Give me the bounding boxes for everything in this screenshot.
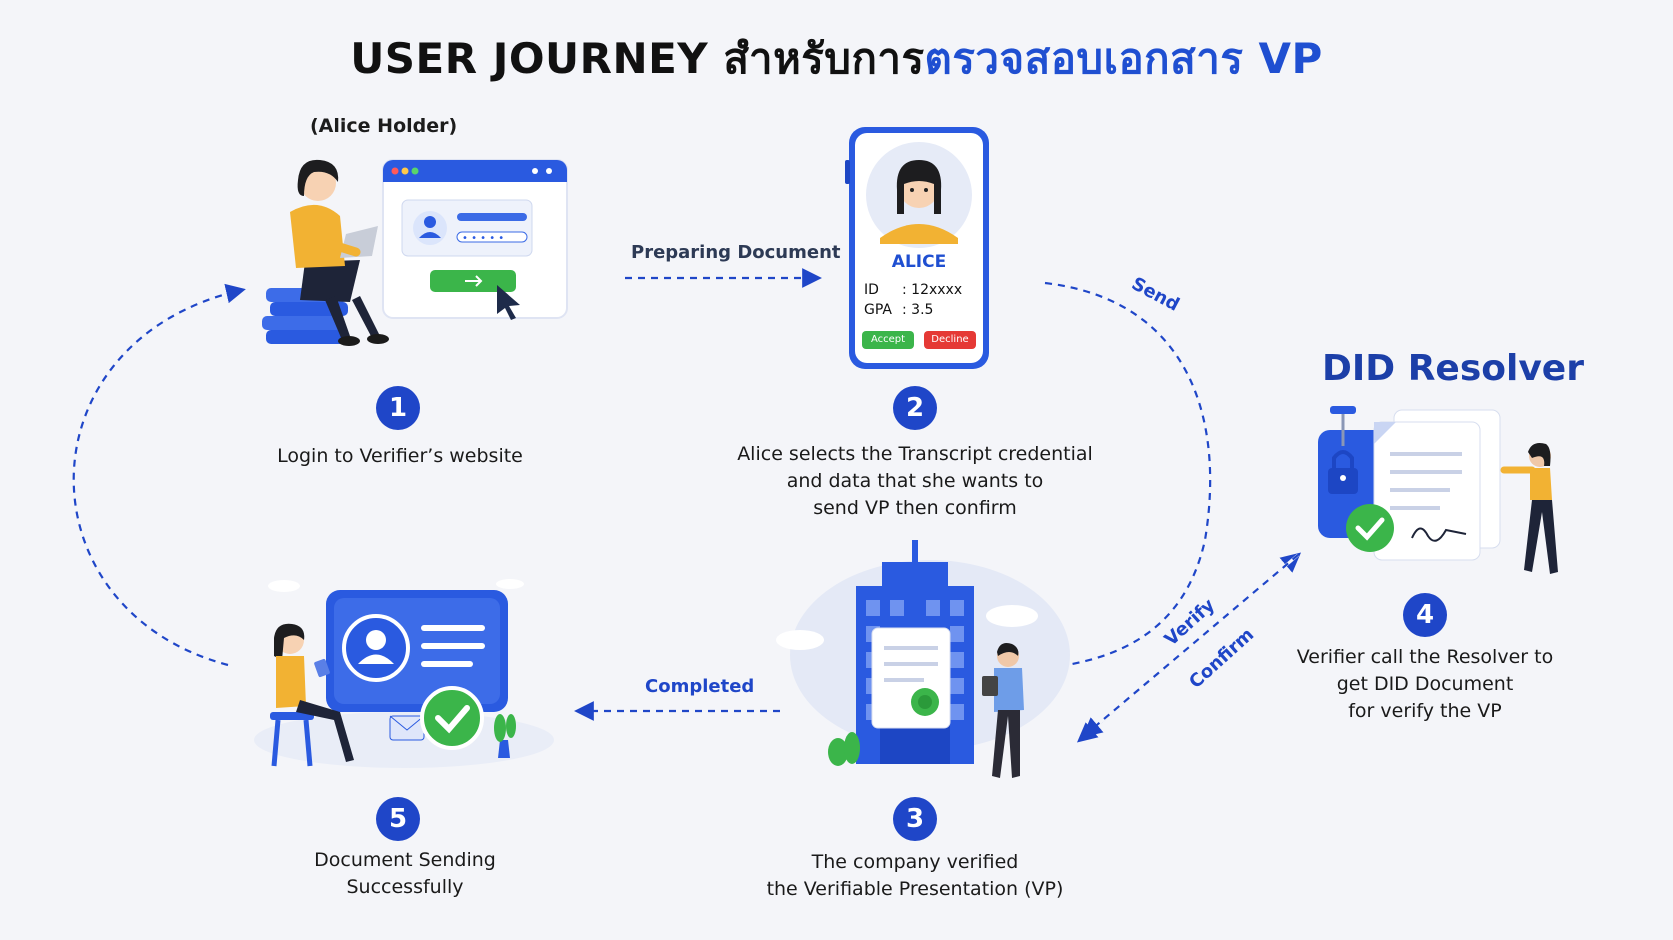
- step-1-line-1: Login to Verifier’s website: [277, 445, 523, 467]
- step-1-description: Login to Verifier’s website: [250, 443, 550, 470]
- step-3-line-1: The company verified: [811, 851, 1019, 873]
- card-name: ALICE: [891, 252, 947, 272]
- arrow-send: [1041, 281, 1212, 677]
- did-resolver-title: DID Resolver: [1322, 348, 1584, 389]
- step-2-number: 2: [893, 386, 937, 430]
- card-id-label: ID: [864, 282, 879, 298]
- illustration-credential-card: [845, 127, 989, 369]
- card-gpa-label: GPA: [864, 302, 892, 318]
- step-4-line-1: Verifier call the Resolver to: [1296, 646, 1554, 668]
- step-2-line-2: and data that she wants to: [786, 470, 1044, 492]
- illustration-company: [776, 540, 1070, 778]
- step-4-number: 4: [1403, 593, 1447, 637]
- step-5-line-2: Successfully: [346, 876, 464, 898]
- edge-label-preparing: Preparing Document: [631, 242, 841, 263]
- step-5-line-1: Document Sending: [314, 849, 496, 871]
- card-gpa-value: : 3.5: [902, 302, 934, 318]
- card-id-value: : 12xxxx: [902, 282, 963, 298]
- step-2-line-3: send VP then confirm: [813, 497, 1017, 519]
- accept-button[interactable]: Accept: [870, 334, 906, 345]
- step-3-number: 3: [893, 797, 937, 841]
- illustration-login: • • • • •: [262, 159, 568, 346]
- step-4-line-2: get DID Document: [1336, 673, 1514, 695]
- holder-label: (Alice Holder): [310, 115, 458, 137]
- step-2-line-1: Alice selects the Transcript credential: [737, 443, 1093, 465]
- step-5-number: 5: [376, 797, 420, 841]
- edge-label-completed: Completed: [645, 676, 755, 697]
- title-part2: ตรวจสอบเอกสาร VP: [924, 34, 1323, 83]
- title-part1: USER JOURNEY สำหรับการ: [350, 34, 925, 83]
- step-2-description: Alice selects the Transcript credential …: [715, 441, 1115, 522]
- page-title: USER JOURNEY สำหรับการตรวจสอบเอกสาร VP: [0, 26, 1673, 92]
- arrow-loop: [72, 283, 246, 667]
- illustration-did-resolver: [1318, 406, 1558, 574]
- step-3-line-2: the Verifiable Presentation (VP): [766, 878, 1064, 900]
- step-5-description: Document Sending Successfully: [280, 847, 530, 901]
- decline-button[interactable]: Decline: [931, 334, 969, 345]
- card-fields: ID : 12xxxx GPA : 3.5: [864, 280, 962, 320]
- illustration-success: [254, 579, 554, 768]
- step-1-number: 1: [376, 386, 420, 430]
- step-4-line-3: for verify the VP: [1348, 700, 1502, 722]
- step-3-description: The company verified the Verifiable Pres…: [735, 849, 1095, 903]
- step-4-description: Verifier call the Resolver to get DID Do…: [1270, 644, 1580, 725]
- svg-text:• • • • •: • • • • •: [462, 233, 504, 244]
